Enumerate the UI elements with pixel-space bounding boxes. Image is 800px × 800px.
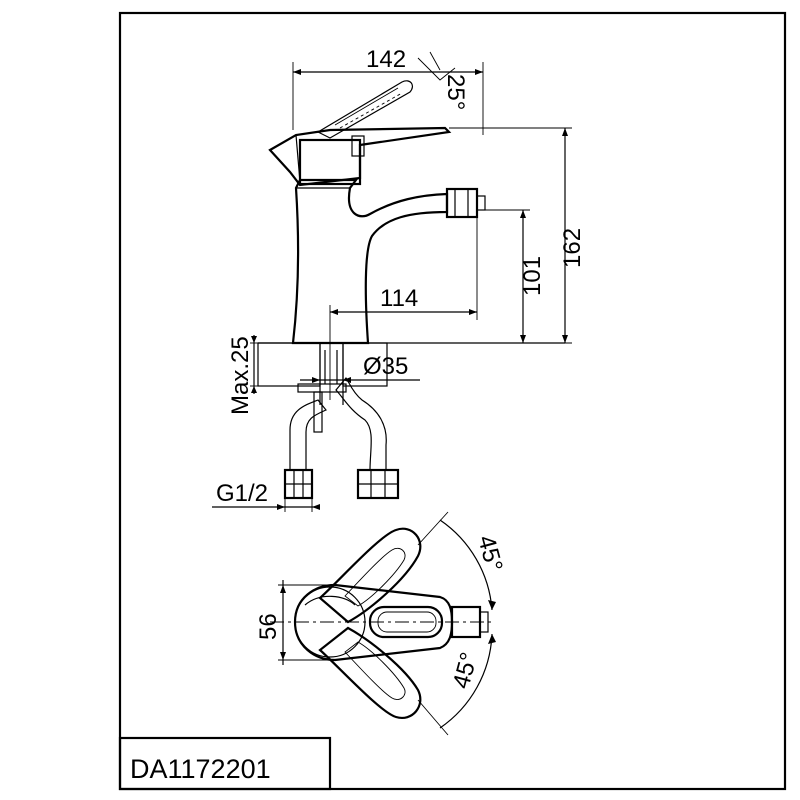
dim-hole-diameter: Ø35 <box>363 353 408 380</box>
dim-spout-reach: 114 <box>380 285 418 312</box>
dim-spout-height: 101 <box>519 256 546 296</box>
model-code: DA1172201 <box>130 754 271 784</box>
hose-left <box>289 399 327 471</box>
dim-body-width: 56 <box>255 613 282 640</box>
dim-width-top: 142 <box>366 46 406 73</box>
side-view: 142 25° 162 101 114 Max.25 <box>212 46 586 512</box>
dim-total-height: 162 <box>559 228 586 268</box>
faucet-body <box>291 178 449 345</box>
drawing-frame <box>118 11 787 791</box>
handle-cartridge <box>298 138 362 186</box>
dim-rotation-upper: 45° <box>472 533 507 575</box>
body-top <box>293 583 454 662</box>
hose-right <box>335 377 387 471</box>
dim-thread: G1/2 <box>216 480 268 507</box>
spout-aerator <box>445 187 479 219</box>
raised-lever <box>316 80 414 139</box>
dim-max-thickness: Max.25 <box>227 336 254 415</box>
lever-rotated-down <box>318 626 422 720</box>
lever-handle <box>268 126 452 187</box>
model-code-box <box>118 736 332 791</box>
lever-rotated-up <box>318 527 422 624</box>
dim-lever-angle: 25° <box>442 74 469 110</box>
mounting-nut <box>297 383 347 393</box>
top-view: 56 45° 45° <box>255 511 508 736</box>
